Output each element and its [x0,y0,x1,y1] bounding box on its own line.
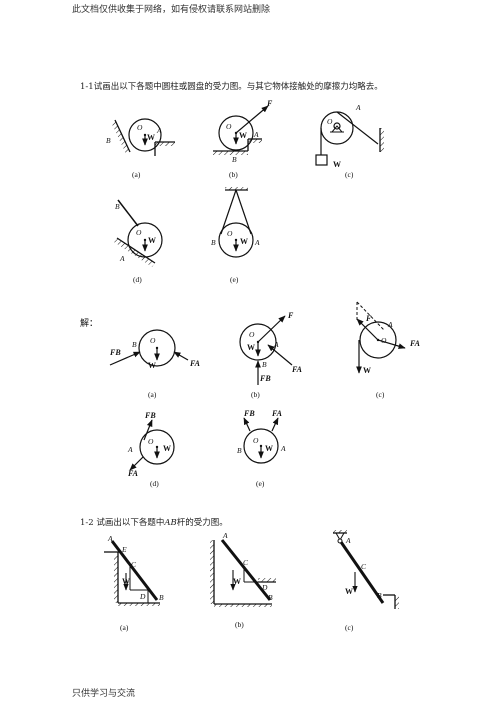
sol-figure-c: F A O FA W (c) [356,301,421,399]
solb-label-w: W [247,343,255,352]
solc-label-f: F [365,314,372,323]
solc-label-w: W [363,366,371,375]
sole-label-o: O [253,436,259,445]
sol-caption-b: (b) [251,390,260,399]
sola-label-w: W [148,361,156,370]
p2b-label-b: B [268,593,273,602]
solution-label: 解： [80,319,99,329]
sol-figure-d: FB O W A FA (d) [127,411,175,488]
p2b-label-w: W [233,577,241,586]
sola-label-fa: FA [189,359,201,368]
p1b-label-o: O [226,122,232,131]
p2b-label-a: A [222,531,228,540]
p1c-label-w: W [333,160,341,169]
sola-label-b: B [132,340,137,349]
p1-figure-a: O W A B (a) [106,118,175,179]
problem-1-statement: 1-1试画出以下各题中圆柱或圆盘的受力图。与其它物体接触处的摩擦力均略去。 [80,82,383,92]
sole-label-w: W [265,444,273,453]
sol-figure-a: O B W FB FA (a) [109,329,201,399]
p1-figure-b: O W A B F (b) [213,99,273,179]
p1d-label-a: A [119,254,125,263]
p2a-label-b: B [159,593,164,602]
p2a-label-d: D [139,592,146,601]
p1c-label-a: A [355,103,361,112]
p1-figure-c: O A W (c) [315,103,384,179]
solb-label-f: F [287,311,294,320]
p1d-label-o: O [136,228,142,237]
solb-label-fb: FB [259,374,271,383]
p1d-label-w: W [148,236,156,245]
sola-label-o: O [150,336,156,345]
solc-label-fa: FA [409,339,421,348]
p2-caption-b: (b) [235,620,244,629]
p1-caption-a: (a) [132,170,141,179]
page-footer: 只供学习与交流 [72,689,136,699]
p1b-label-w: W [239,131,247,140]
p1b-label-f: F [266,99,273,108]
p2b-label-c: C [243,558,249,567]
p1e-label-a: A [254,238,260,247]
sold-label-fa: FA [127,469,139,478]
sold-label-a: A [127,445,133,454]
sol-figure-b: O W A B F FA FB (b) [239,311,303,399]
sola-label-fb: FB [109,348,121,357]
sold-label-w: W [163,444,171,453]
p1-figure-d: B O W A (d) [114,199,163,284]
problem-2-text-after: 杆的受力图。 [176,518,228,528]
p2-caption-a: (a) [120,623,129,632]
sol-caption-a: (a) [148,390,157,399]
sol-caption-c: (c) [376,390,385,399]
p1b-label-a: A [253,130,259,139]
p1a-label-a: A [156,126,162,135]
p1d-label-b: B [115,202,120,211]
p1a-label-w: W [147,133,155,142]
p2a-label-a: A [107,534,113,543]
p1a-label-o: O [137,123,143,132]
p2a-label-w: W [122,577,130,586]
problem-2-statement: 1-2 试画出以下各题中AB杆的受力图。 [80,516,228,528]
page-header: 此文档仅供收集于网络，如有侵权请联系网站删除 [72,5,271,15]
p2c-label-a: A [345,536,351,545]
sold-label-fb: FB [144,411,156,420]
p2c-label-c: C [361,562,367,571]
sole-label-fa: FA [271,409,283,418]
solb-label-a: A [273,340,279,349]
p1e-label-b: B [211,238,216,247]
p1-caption-e: (e) [230,275,239,284]
p1e-label-o: O [227,229,233,238]
p1a-label-b: B [106,136,111,145]
p2-figure-b: A C W D B (b) [210,531,276,629]
p1c-label-o: O [327,117,333,126]
sole-label-b: B [237,446,242,455]
sol-caption-d: (d) [150,479,159,488]
p2c-label-w: W [345,587,353,596]
sold-label-o: O [148,437,154,446]
p2c-label-b: B [377,591,382,600]
sol-figure-e: FB FA O W B A (e) [237,409,286,488]
sole-label-fb: FB [243,409,255,418]
sole-label-a: A [280,444,286,453]
solb-label-fa: FA [291,365,303,374]
solc-label-a: A [387,320,393,329]
p2-figure-c: A C W B (c) [333,530,399,632]
p2-figure-a: A E C W D B (a) [104,534,164,632]
p2a-label-c: C [131,560,137,569]
p1e-label-w: W [240,237,248,246]
p2a-label-e: E [121,545,127,554]
p1-figure-e: O W B A (e) [211,187,260,284]
solc-label-o: O [381,336,387,345]
sol-caption-e: (e) [256,479,265,488]
solb-label-b: B [262,360,267,369]
p1-caption-c: (c) [345,170,354,179]
solb-label-o: O [249,330,255,339]
problem-2-bar-name: AB [164,518,177,528]
p1b-label-b: B [232,155,237,164]
problem-2-text-before: 1-2 试画出以下各题中 [80,518,165,528]
p1-caption-b: (b) [229,170,238,179]
p2-caption-c: (c) [345,623,354,632]
p2b-label-d: D [261,583,268,592]
p1-caption-d: (d) [133,275,142,284]
